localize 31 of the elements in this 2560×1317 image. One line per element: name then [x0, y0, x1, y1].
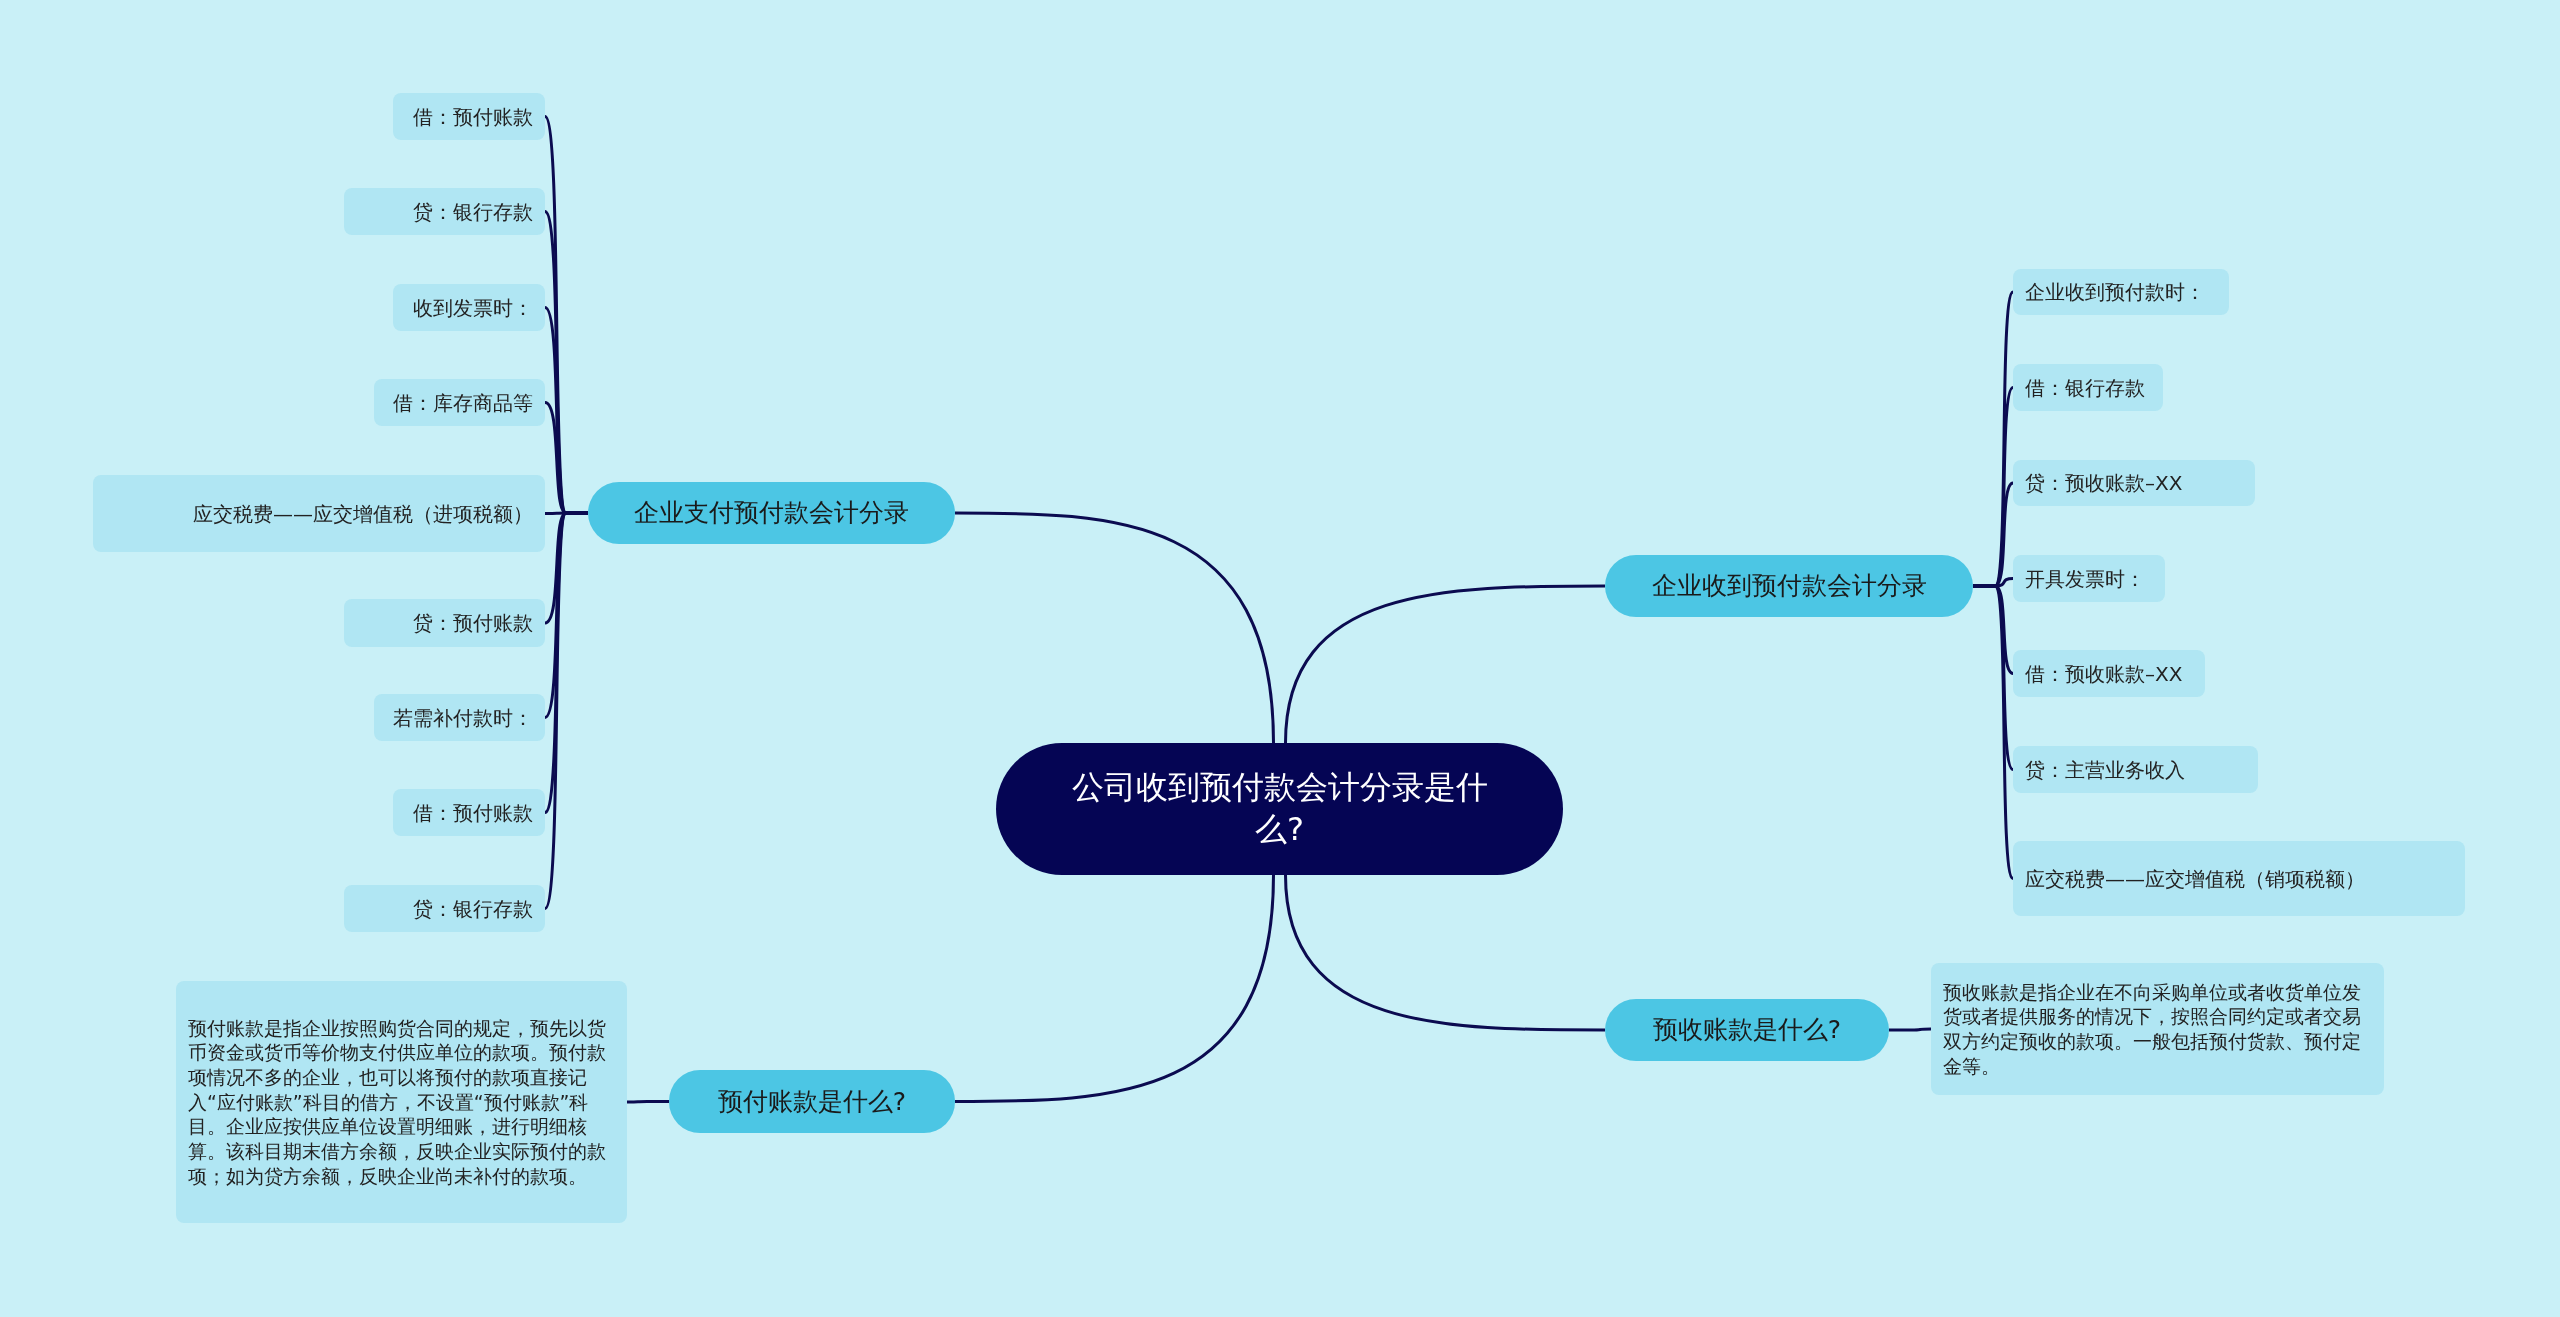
leaf-topic: 借：银行存款	[2013, 364, 2163, 411]
leaf-topic: 开具发票时：	[2013, 555, 2165, 602]
leaf-topic: 贷：主营业务收入	[2013, 746, 2258, 793]
leaf-topic: 企业收到预付款时：	[2013, 269, 2229, 315]
connector-line	[1284, 874, 1605, 1032]
leaf-topic: 借：库存商品等	[374, 379, 545, 426]
leaf-topic: 应交税费——应交增值税（进项税额）	[93, 475, 545, 552]
connector-line	[1284, 584, 1605, 744]
branch-topic: 预付账款是什么?	[669, 1070, 955, 1133]
leaf-topic: 若需补付款时：	[374, 694, 545, 741]
connector-line	[627, 1100, 669, 1104]
leaf-topic: 收到发票时：	[393, 284, 545, 331]
leaf-topic: 贷：预付账款	[344, 599, 545, 647]
leaf-topic: 应交税费——应交增值税（销项税额）	[2013, 841, 2465, 916]
branch-topic: 预收账款是什么?	[1605, 999, 1889, 1061]
connector-line	[955, 511, 1275, 744]
leaf-topic: 借：预收账款–XX	[2013, 650, 2205, 697]
leaf-topic: 贷：银行存款	[344, 885, 545, 932]
branch-topic: 企业收到预付款会计分录	[1605, 555, 1973, 617]
leaf-topic: 贷：预收账款–XX	[2013, 460, 2255, 506]
connector-line	[543, 511, 588, 910]
leaf-topic: 借：预付账款	[393, 789, 545, 836]
note-card: 预付账款是指企业按照购货合同的规定，预先以货币资金或货币等价物支付供应单位的款项。预付款项情况不多的企业，也可以将预付的款项直接记入“应付账款”科目的借方，不设置“预付账款”科目。企业应按供应单位设置明细账，进行明细核算。该科目期末借方余额，反映企业实际预付的款项；如为贷方余额，反映企业尚未补付的款项。	[176, 981, 627, 1223]
leaf-topic: 贷：银行存款	[344, 188, 545, 235]
connector-line	[1889, 1027, 1931, 1032]
leaf-topic: 借：预付账款	[393, 93, 545, 140]
branch-topic: 企业支付预付款会计分录	[588, 482, 955, 544]
connector-line	[1973, 584, 2015, 880]
note-card: 预收账款是指企业在不向采购单位或者收货单位发货或者提供服务的情况下，按照合同约定或者交易双方约定预收的款项。一般包括预付货款、预付定金等。	[1931, 963, 2384, 1095]
central-topic: 公司收到预付款会计分录是什么?	[996, 743, 1563, 875]
connector-line	[955, 874, 1275, 1103]
